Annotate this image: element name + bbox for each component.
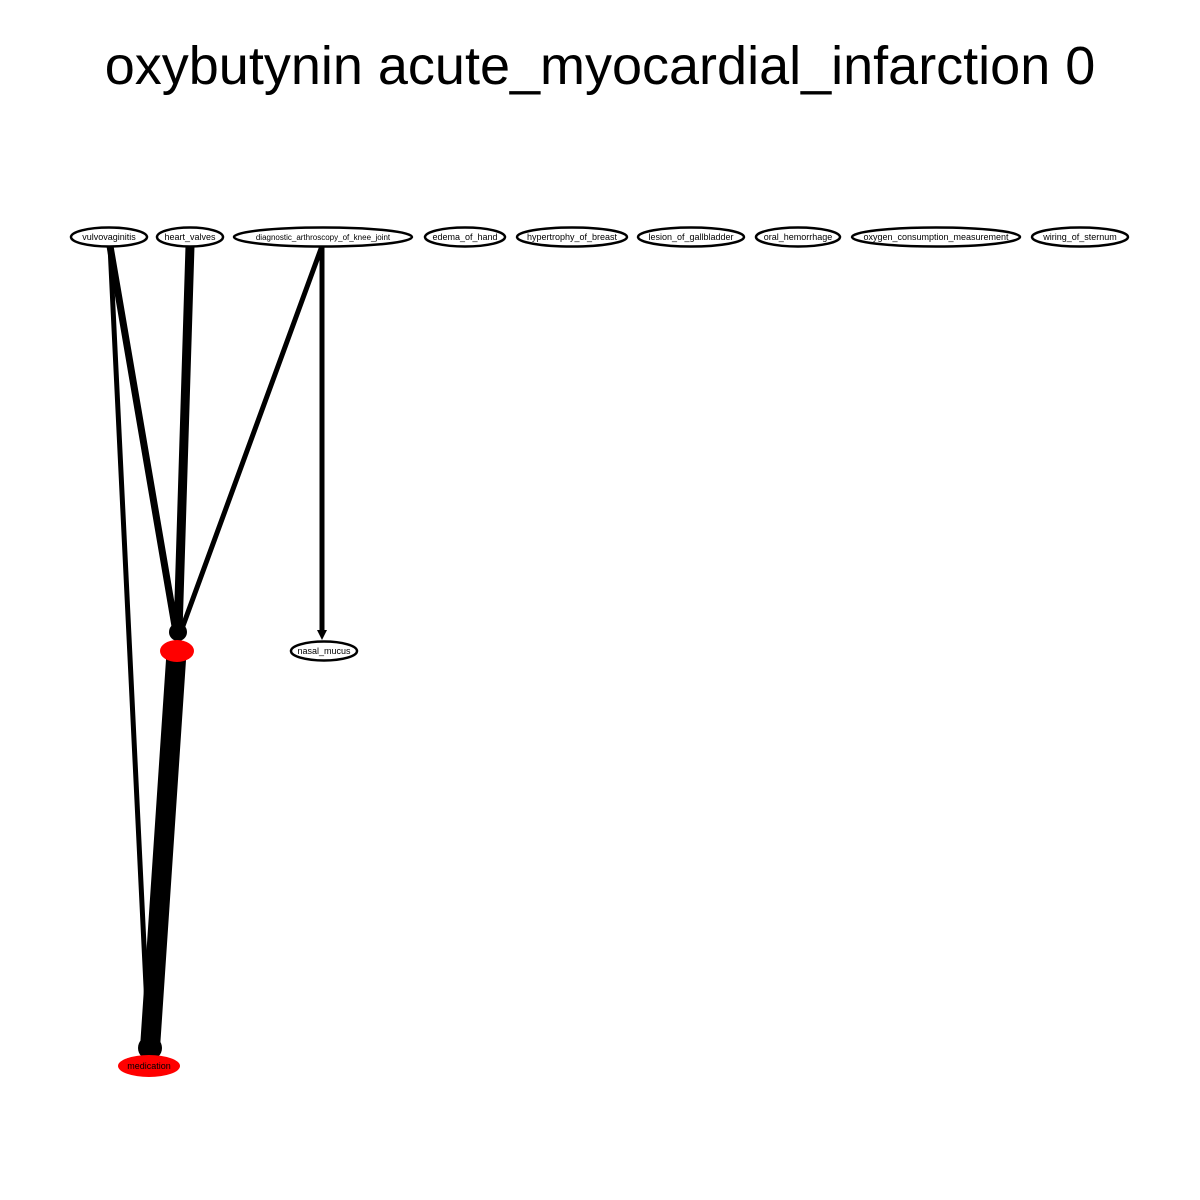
edge-middle-to-medication <box>140 650 186 1058</box>
node-shape <box>1030 226 1130 248</box>
node-shape <box>423 226 507 248</box>
node-shape <box>850 226 1022 248</box>
node-shape <box>160 640 194 662</box>
node-shape <box>155 226 225 248</box>
node-vulvovaginitis[interactable]: vulvovaginitis <box>69 226 149 248</box>
node-label: hypertrophy_of_breast <box>527 232 618 242</box>
arrow-end-medication <box>138 1036 162 1060</box>
node-shape <box>754 226 842 248</box>
node-wiring-of-sternum[interactable]: wiring_of_sternum <box>1030 226 1130 248</box>
node-hypertrophy-of-breast[interactable]: hypertrophy_of_breast <box>515 226 629 248</box>
arrow-end-middle <box>169 623 187 641</box>
diagram-title: oxybutynin acute_myocardial_infarction 0 <box>105 36 1096 96</box>
edge-heart-valves-to-middle <box>173 241 195 637</box>
node-shape <box>118 1055 180 1077</box>
node-middle-highlighted[interactable] <box>160 640 194 662</box>
node-shape <box>69 226 149 248</box>
node-label: heart_valves <box>164 232 216 242</box>
node-edema-of-hand[interactable]: edema_of_hand <box>423 226 507 248</box>
node-medication[interactable]: medication <box>118 1055 180 1077</box>
node-shape <box>289 640 359 662</box>
node-label: oxygen_consumption_measurement <box>863 232 1009 242</box>
node-oxygen-consumption-measurement[interactable]: oxygen_consumption_measurement <box>850 226 1022 248</box>
node-label: medication <box>127 1061 171 1071</box>
edge-vulvovaginitis-to-medication <box>107 243 152 1051</box>
node-nasal-mucus[interactable]: nasal_mucus <box>289 640 359 662</box>
edge-diagnostic-arthroscopy-to-middle <box>177 243 325 637</box>
node-shape <box>636 226 746 248</box>
node-label: edema_of_hand <box>432 232 497 242</box>
node-label: oral_hemorrhage <box>764 232 833 242</box>
node-label: nasal_mucus <box>297 646 351 656</box>
node-oral-hemorrhage[interactable]: oral_hemorrhage <box>754 226 842 248</box>
node-shape <box>232 226 414 248</box>
node-label: diagnostic_arthroscopy_of_knee_joint <box>256 233 391 242</box>
node-diagnostic-arthroscopy-of-knee-joint[interactable]: diagnostic_arthroscopy_of_knee_joint <box>232 226 414 248</box>
node-label: vulvovaginitis <box>82 232 136 242</box>
node-shape <box>515 226 629 248</box>
node-label: lesion_of_gallbladder <box>648 232 733 242</box>
edge-vulvovaginitis-to-middle <box>106 242 180 636</box>
arrowhead-nasal-mucus <box>317 630 327 640</box>
node-heart-valves[interactable]: heart_valves <box>155 226 225 248</box>
node-label: wiring_of_sternum <box>1042 232 1117 242</box>
node-lesion-of-gallbladder[interactable]: lesion_of_gallbladder <box>636 226 746 248</box>
edges-layer <box>106 241 327 1060</box>
